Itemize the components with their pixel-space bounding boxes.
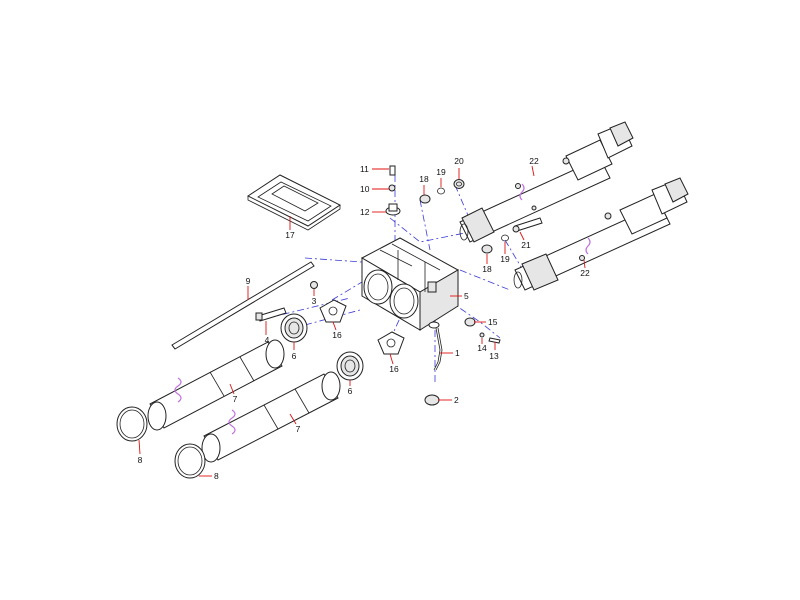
part-1-tube: [428, 321, 443, 371]
part-7-sleeve-upper: [147, 339, 285, 431]
part-14-screw: [479, 332, 485, 338]
callout-6b: 6: [348, 386, 353, 396]
part-16-bracket-lower: [377, 331, 405, 355]
callout-3: 3: [312, 296, 317, 306]
part-6-cap-lower: [336, 351, 364, 381]
callout-2: 2: [454, 395, 459, 405]
part-12-valve: [385, 203, 401, 216]
part-22-cylinder-lower: [513, 177, 689, 291]
part-11-pin: [389, 165, 396, 176]
part-20-nut: [453, 179, 465, 189]
part-15-fitting: [464, 317, 476, 327]
part-5-main-housing: [360, 237, 460, 331]
part-9-tie-rod: [171, 261, 315, 350]
part-13-bolt: [488, 337, 501, 344]
callout-22a: 22: [529, 156, 539, 166]
callout-14: 14: [477, 343, 487, 353]
callout-17: 17: [285, 230, 295, 240]
part-6-cap-upper: [280, 313, 308, 343]
part-2-plug: [424, 394, 440, 406]
callout-19b: 19: [500, 254, 510, 264]
callout-16b: 16: [389, 364, 399, 374]
part-19-oring-lower: [501, 234, 509, 242]
callout-8a: 8: [138, 455, 143, 465]
part-19-oring-upper: [437, 187, 445, 195]
callout-7b: 7: [296, 424, 301, 434]
callout-21: 21: [521, 240, 531, 250]
callout-20: 20: [454, 156, 464, 166]
callout-13: 13: [489, 351, 499, 361]
part-17-cover-plate: [246, 174, 342, 231]
part-3-nut: [310, 281, 318, 289]
part-8-ring-lower: [174, 443, 206, 479]
callout-12: 12: [360, 207, 370, 217]
callout-18a: 18: [419, 174, 429, 184]
callout-11: 11: [360, 164, 369, 174]
callout-1: 1: [455, 348, 460, 358]
part-4-bolt: [255, 307, 287, 322]
callout-22b: 22: [580, 268, 590, 278]
callout-10: 10: [360, 184, 370, 194]
callout-9: 9: [246, 276, 251, 286]
callout-5: 5: [464, 291, 469, 301]
part-21-pin: [512, 217, 543, 233]
part-22-cylinder-upper: [459, 121, 634, 243]
callout-15: 15: [488, 317, 498, 327]
part-10-washer: [388, 184, 396, 192]
part-16-bracket-upper: [319, 299, 347, 323]
callout-leaders: [138, 165, 586, 477]
callout-18b: 18: [482, 264, 492, 274]
callout-4: 4: [265, 335, 270, 345]
part-7-sleeve-lower: [201, 371, 341, 463]
callout-19a: 19: [436, 167, 446, 177]
part-18-seal-upper: [419, 194, 431, 204]
callout-7a: 7: [233, 394, 238, 404]
callout-8b: 8: [214, 471, 219, 481]
callout-labels: 1 2 3 4 5 6 6 7 7 8 8 9 10 11 12 13 14 1…: [138, 156, 590, 481]
callout-6a: 6: [292, 351, 297, 361]
part-18-seal-lower: [481, 244, 493, 254]
callout-16a: 16: [332, 330, 342, 340]
part-8-ring-upper: [116, 406, 148, 442]
